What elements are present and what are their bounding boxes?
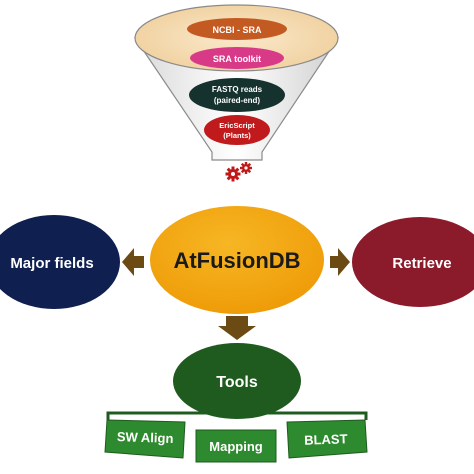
center-node-label: AtFusionDB xyxy=(173,248,300,273)
tool-sw-align: SW Align xyxy=(104,419,186,459)
step-ncbi-sra xyxy=(187,18,287,40)
tool-sw-align-label: SW Align xyxy=(117,429,174,446)
tools-node-label: Tools xyxy=(216,374,258,391)
funnel: NCBI - SRA SRA toolkit FASTQ reads (pair… xyxy=(133,4,340,161)
tool-blast-label: BLAST xyxy=(304,431,348,448)
step-fastq-reads-sub: (paired-end) xyxy=(214,96,261,105)
center-node xyxy=(150,206,324,314)
tools-node xyxy=(173,343,301,419)
step-sra-toolkit-label: SRA toolkit xyxy=(213,54,261,64)
tools-bracket xyxy=(106,411,368,420)
arrow-left xyxy=(122,248,144,276)
tool-blast: BLAST xyxy=(286,419,368,459)
tool-mapping-label: Mapping xyxy=(209,439,262,454)
tool-mapping: Mapping xyxy=(195,429,277,463)
left-node xyxy=(0,215,120,309)
step-sra-toolkit xyxy=(190,47,284,69)
step-ncbi-sra-label: NCBI - SRA xyxy=(213,25,262,35)
arrow-down xyxy=(218,316,256,340)
step-ericscript-label: EricScript xyxy=(219,121,255,130)
right-node-label: Retrieve xyxy=(392,255,451,272)
arrow-right xyxy=(330,248,350,276)
left-node-label: Major fields xyxy=(10,255,93,272)
step-ericscript-sub: (Plants) xyxy=(223,131,251,140)
gears-icon xyxy=(225,162,252,182)
step-ericscript xyxy=(204,115,270,145)
right-node xyxy=(352,217,474,307)
step-fastq-reads xyxy=(189,78,285,112)
step-fastq-reads-label: FASTQ reads xyxy=(212,85,263,94)
